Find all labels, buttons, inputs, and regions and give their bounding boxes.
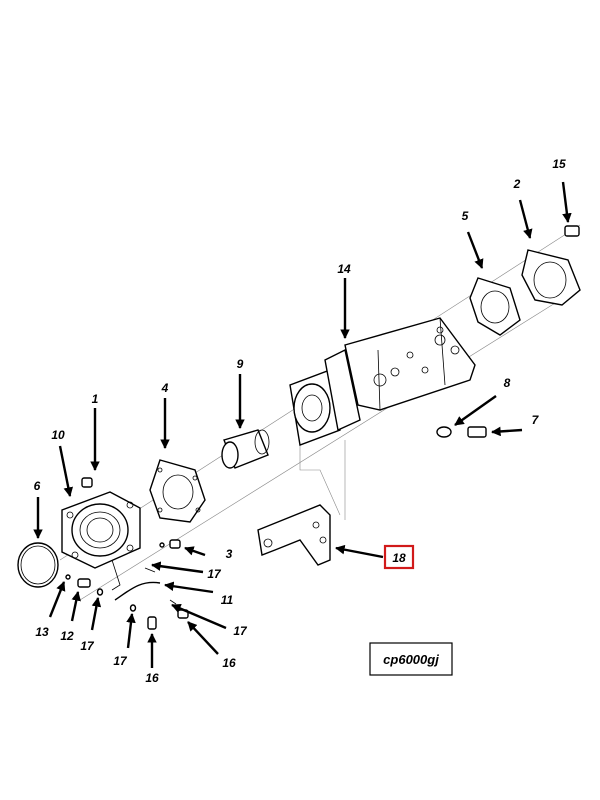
part-11-tube [114, 581, 161, 601]
part-12-fitting [77, 578, 91, 588]
callout-16-lower: 16 [145, 671, 159, 685]
part-6-o-ring [17, 542, 59, 588]
callout-17-lower: 17 [113, 654, 128, 668]
callout-18-highlighted[interactable]: 18 [383, 544, 415, 570]
highlight-box [383, 544, 415, 570]
callout-4: 4 [161, 381, 169, 395]
callout-2: 2 [513, 177, 521, 191]
leader-arrows [33, 181, 572, 668]
part-10-front-housing [61, 491, 141, 591]
part-3-fitting [169, 539, 181, 549]
part-13-plug [65, 574, 71, 580]
part-4-gasket [149, 459, 206, 523]
part-14-compressor [289, 317, 476, 446]
callout-17-upper: 17 [207, 567, 222, 581]
callout-8: 8 [504, 376, 511, 390]
part-8-o-ring [436, 426, 452, 438]
callout-12: 12 [60, 629, 74, 643]
callout-16-right: 16 [222, 656, 236, 670]
callout-18: 18 [392, 551, 406, 565]
diagram-code-label: cp6000gj [369, 642, 453, 676]
callout-10: 10 [51, 428, 65, 442]
callout-3: 3 [226, 547, 233, 561]
callout-13: 13 [35, 625, 49, 639]
callout-7: 7 [532, 413, 540, 427]
callout-14: 14 [337, 262, 351, 276]
part-5-gasket [469, 277, 521, 336]
part-2-end-plate [521, 249, 581, 306]
callout-labels: 1 2 3 4 5 6 7 8 9 10 11 12 13 14 15 16 1… [34, 157, 566, 685]
callout-11: 11 [221, 593, 234, 607]
diagram-code-text: cp6000gj [383, 652, 439, 667]
callout-6: 6 [34, 479, 41, 493]
callout-17-right: 17 [233, 624, 248, 638]
callout-17-left: 17 [80, 639, 95, 653]
part-9-sleeve [221, 429, 270, 469]
callout-15: 15 [552, 157, 566, 171]
callout-9: 9 [237, 357, 244, 371]
part-1-bolt [81, 477, 93, 488]
part-7-fitting [467, 426, 487, 438]
part-16-fitting-a [147, 616, 157, 630]
callout-1: 1 [92, 392, 99, 406]
part-18-bracket [257, 504, 331, 566]
callout-5: 5 [462, 209, 469, 223]
part-15-fitting [564, 225, 580, 237]
